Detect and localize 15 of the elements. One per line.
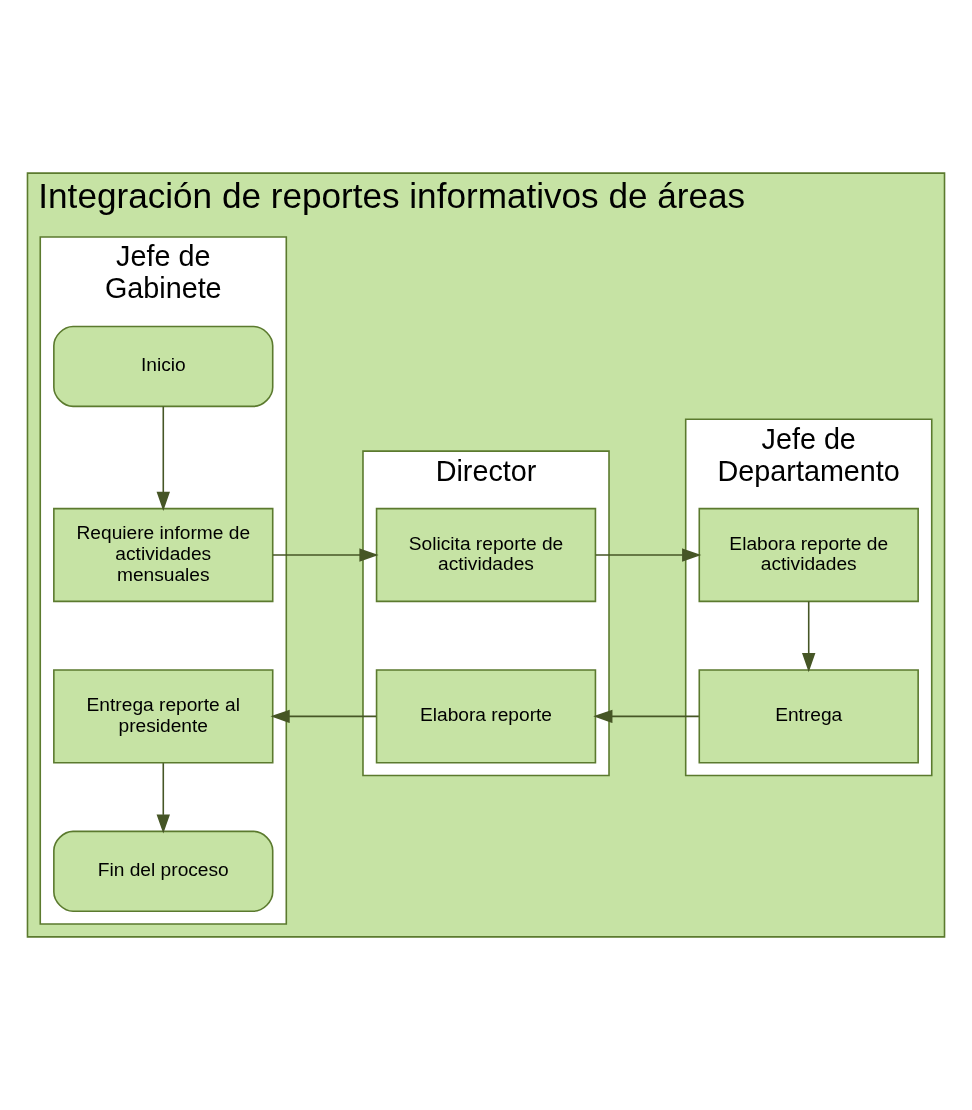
arrow bbox=[272, 548, 379, 562]
arrow bbox=[593, 709, 700, 724]
node-box: Elabora reporte de actividades bbox=[698, 507, 919, 603]
arrow bbox=[802, 600, 816, 673]
node-box: Fin del proceso bbox=[53, 830, 274, 913]
node-box: Solicita reporte de actividades bbox=[375, 507, 597, 603]
node-box: Inicio bbox=[53, 325, 274, 408]
node-box: Entrega bbox=[698, 669, 919, 764]
node-box: Requiere informe de actividades mensuales bbox=[53, 507, 274, 603]
arrow bbox=[156, 762, 170, 834]
arrow bbox=[270, 709, 377, 724]
arrow bbox=[156, 405, 170, 511]
node-box: Entrega reporte al presidente bbox=[53, 669, 274, 764]
arrow bbox=[594, 548, 702, 562]
node-box: Elabora reporte bbox=[375, 669, 597, 764]
